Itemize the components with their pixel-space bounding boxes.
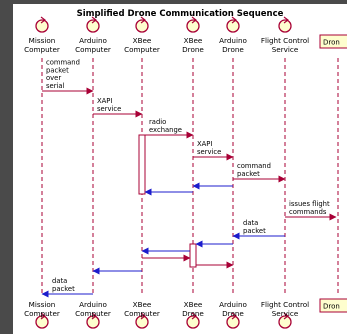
diagram-panel <box>13 4 347 334</box>
participant-label: Dron <box>323 39 340 47</box>
message-label: command <box>237 162 271 170</box>
message-label: packet <box>237 170 260 178</box>
message-label: commands <box>289 208 327 216</box>
control-icon <box>35 315 49 329</box>
message-label: packet <box>46 66 69 74</box>
participant-dr-top: Dron <box>319 34 347 49</box>
participant-label: Flight Control <box>261 300 309 309</box>
control-icon-hook <box>231 16 237 24</box>
participant-label: Arduino <box>219 36 247 45</box>
message-label: radio <box>149 118 166 126</box>
message-label: service <box>197 148 221 156</box>
participant-label: Mission <box>29 300 56 309</box>
message-label: packet <box>243 227 266 235</box>
control-icon-hook <box>140 312 146 320</box>
participant-label: Drone <box>222 45 244 54</box>
message-label: data <box>52 277 67 285</box>
participant-label: Drone <box>182 309 204 318</box>
message-label: packet <box>52 285 75 293</box>
control-icon <box>35 19 49 33</box>
participant-label: Drone <box>182 45 204 54</box>
participant-label: Service <box>272 309 299 318</box>
control-icon <box>186 19 200 33</box>
message-label: over <box>46 74 61 82</box>
activation-bar-xd <box>189 243 197 268</box>
participant-label: Flight Control <box>261 36 309 45</box>
control-icon-hook <box>191 16 197 24</box>
control-icon-hook <box>231 312 237 320</box>
control-icon-hook <box>283 312 289 320</box>
control-icon-hook <box>91 16 97 24</box>
participant-label: Service <box>272 45 299 54</box>
control-icon-hook <box>91 312 97 320</box>
control-icon <box>135 315 149 329</box>
participant-label: XBee <box>184 36 203 45</box>
participant-label: Arduino <box>79 36 107 45</box>
participant-label: XBee <box>133 300 152 309</box>
diagram-title: Simplified Drone Communication Sequence <box>77 9 284 19</box>
control-icon-hook <box>283 16 289 24</box>
activation-bar-xc <box>138 134 146 195</box>
participant-label: Dron <box>323 303 340 311</box>
message-label: data <box>243 219 258 227</box>
participant-box <box>319 34 347 49</box>
control-icon <box>135 19 149 33</box>
message-label: XAPI <box>97 97 112 105</box>
control-icon <box>226 315 240 329</box>
participant-label: XBee <box>133 36 152 45</box>
participant-box <box>319 298 347 313</box>
participant-label: Computer <box>75 45 111 54</box>
control-icon-hook <box>140 16 146 24</box>
message-label: exchange <box>149 126 182 134</box>
message-label: issues flight <box>289 200 330 208</box>
participant-label: Computer <box>124 309 160 318</box>
participant-label: Drone <box>222 309 244 318</box>
participant-dr-bottom: Dron <box>319 298 347 313</box>
control-icon-hook <box>40 312 46 320</box>
message-label: service <box>97 105 121 113</box>
control-icon-hook <box>40 16 46 24</box>
message-label: serial <box>46 82 65 90</box>
participant-label: Computer <box>75 309 111 318</box>
control-icon <box>86 19 100 33</box>
participant-label: Computer <box>124 45 160 54</box>
participant-label: Arduino <box>79 300 107 309</box>
participant-label: XBee <box>184 300 203 309</box>
control-icon <box>226 19 240 33</box>
control-icon <box>278 315 292 329</box>
participant-label: Mission <box>29 36 56 45</box>
control-icon <box>86 315 100 329</box>
participant-label: Computer <box>24 309 60 318</box>
message-label: XAPI <box>197 140 212 148</box>
control-icon <box>278 19 292 33</box>
participant-label: Computer <box>24 45 60 54</box>
participant-label: Arduino <box>219 300 247 309</box>
control-icon <box>186 315 200 329</box>
control-icon-hook <box>191 312 197 320</box>
message-label: command <box>46 59 80 67</box>
